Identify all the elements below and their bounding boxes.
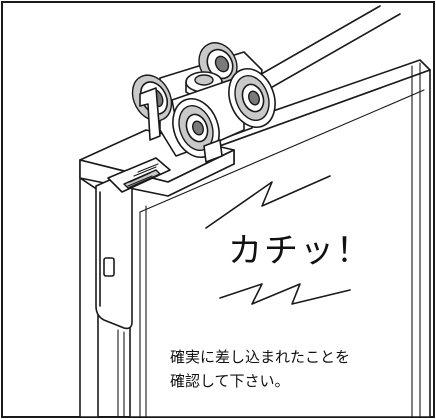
instruction-line-2: 確認して下さい。: [170, 372, 290, 390]
end-cap-bracket: [95, 157, 171, 330]
roller-hook-bracket: [139, 87, 161, 141]
roller-wheel-front-right: [228, 68, 276, 128]
roller-stem: [203, 139, 223, 163]
sound-effect-text: カチッ！: [228, 231, 372, 271]
instruction-line-1: 確実に差し込まれたことを: [170, 348, 350, 366]
end-cap-slot: [103, 257, 115, 277]
click-impact-lines: [205, 175, 351, 305]
roller-assembly: [131, 42, 276, 163]
clip-ridges: [127, 163, 159, 187]
roller-wheel-front-left: [172, 98, 220, 158]
